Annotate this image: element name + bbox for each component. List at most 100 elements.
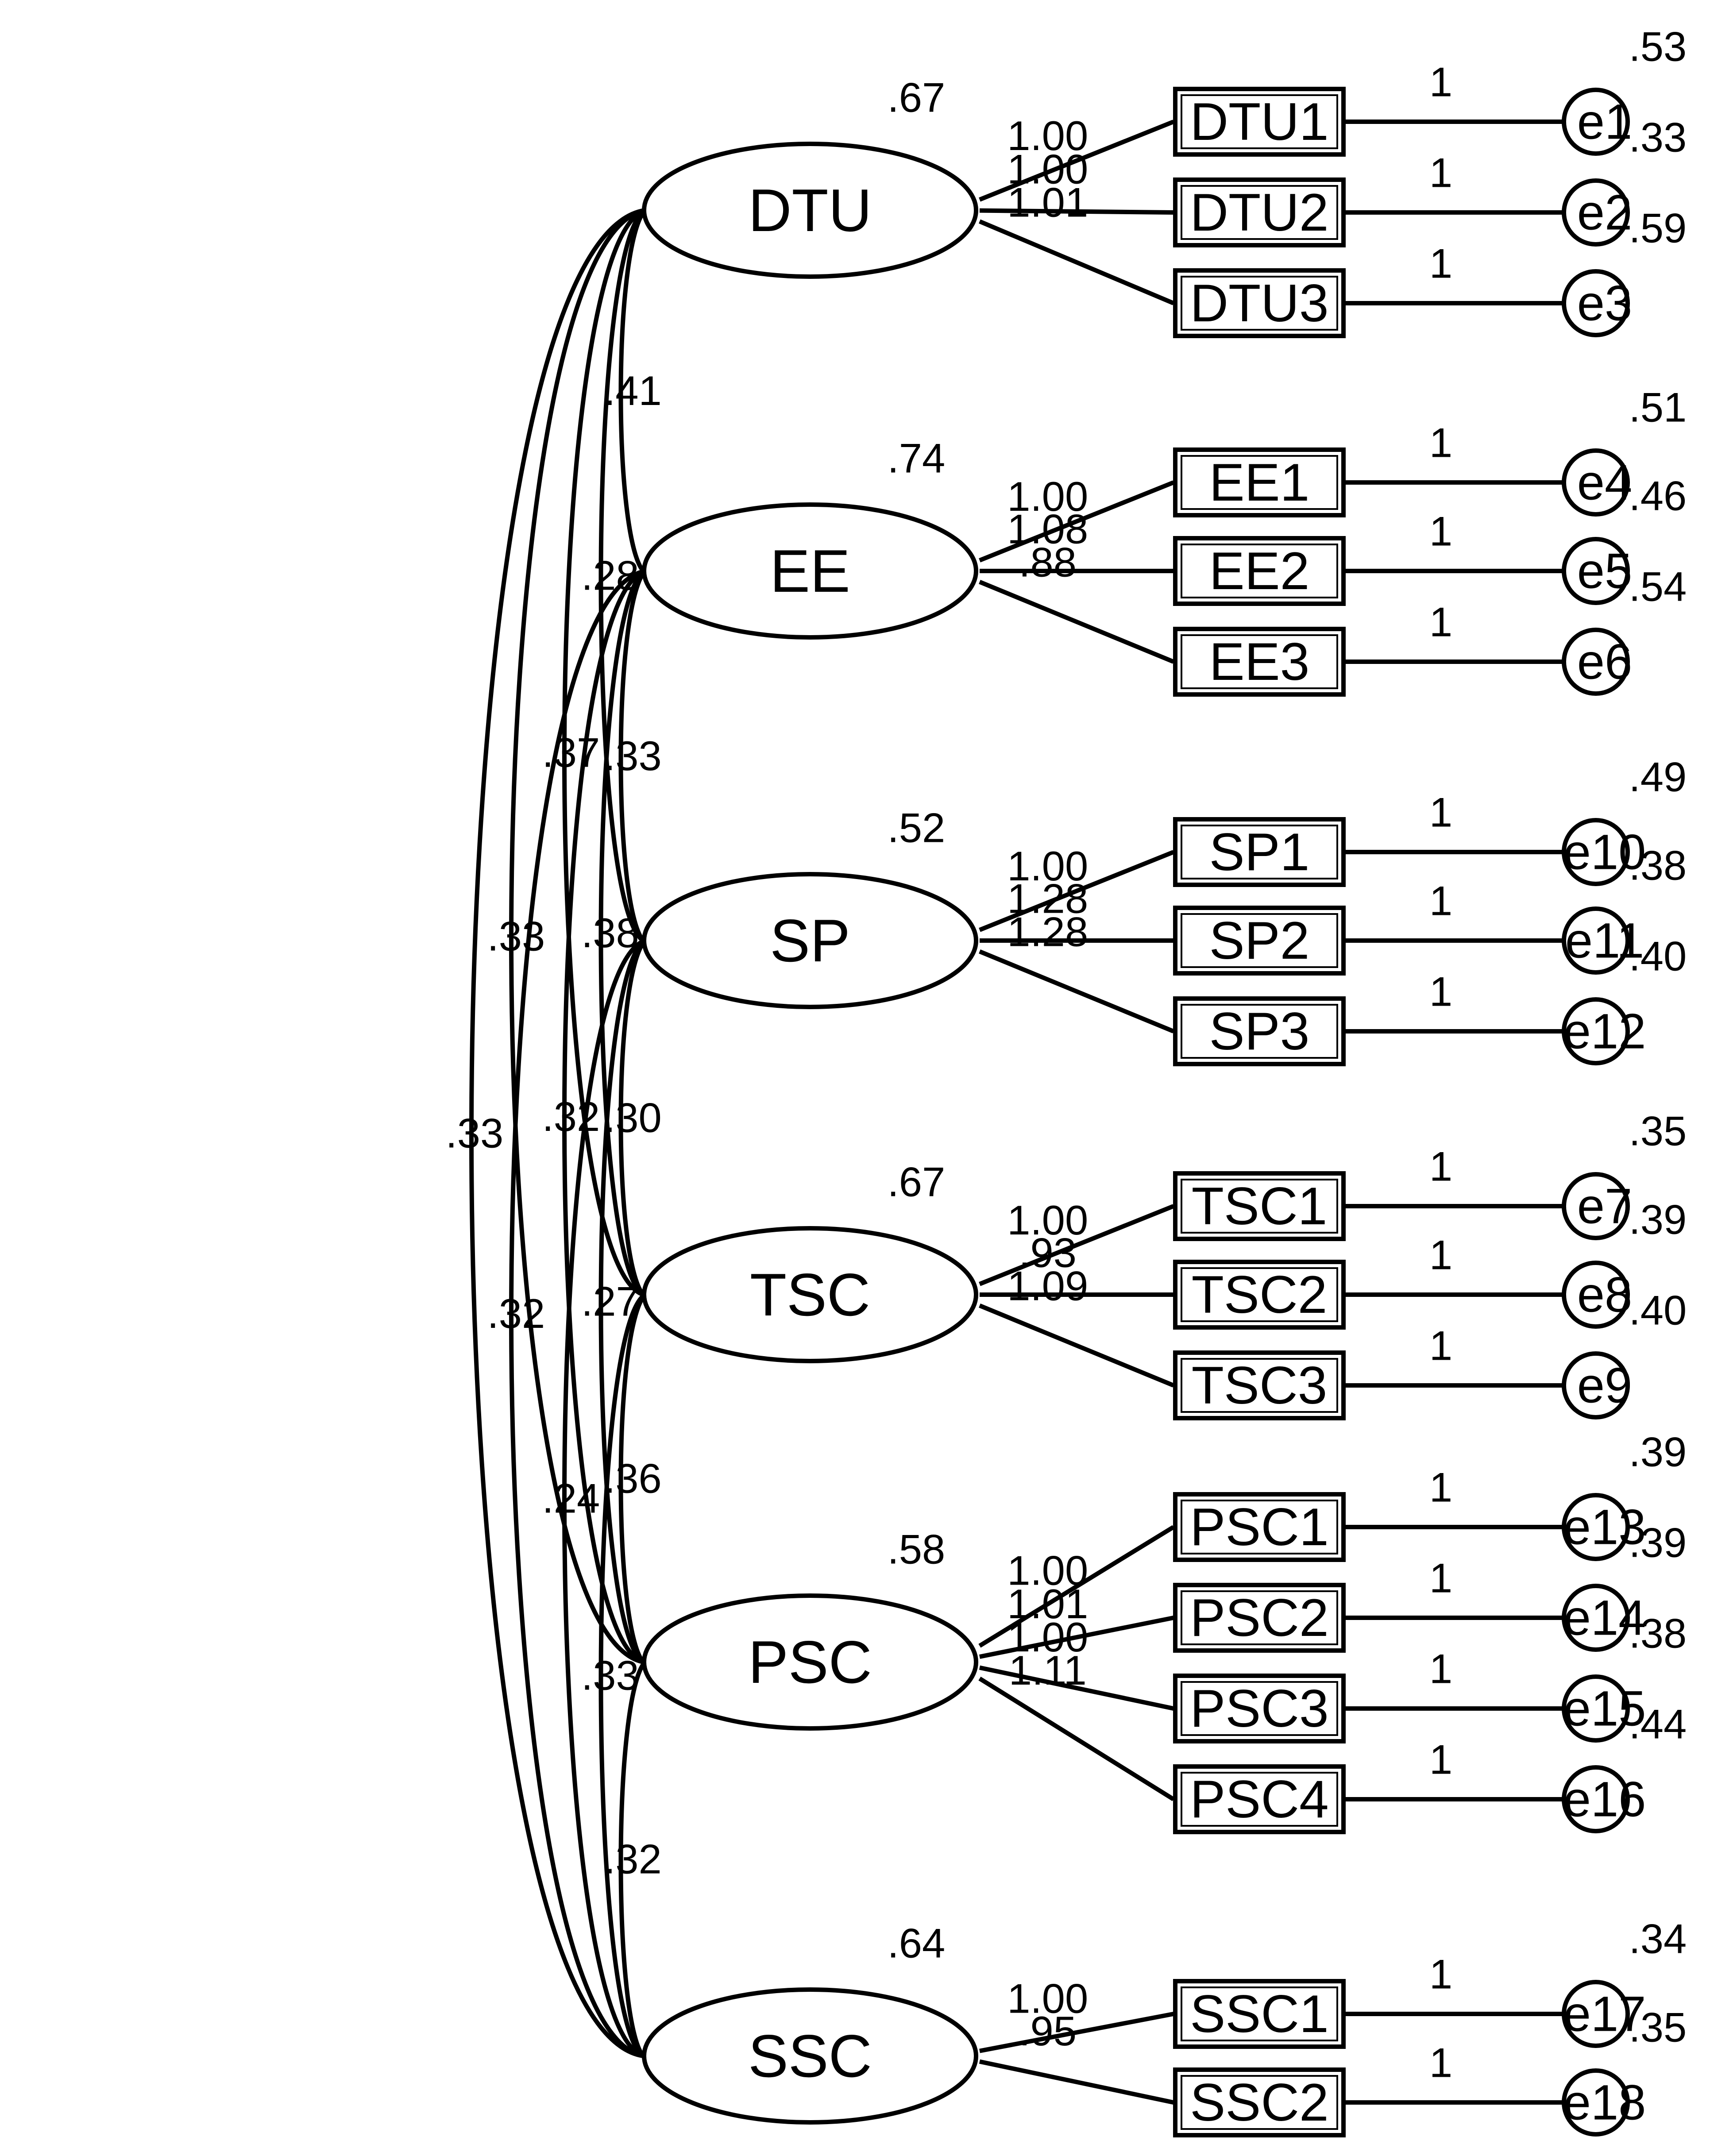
error-variance-e15: .38	[1629, 1610, 1687, 1657]
covariance-value: .30	[604, 1095, 662, 1141]
latent-psc-label: PSC	[748, 1628, 872, 1696]
error-e13-label: e13	[1563, 1500, 1646, 1555]
error-variance-e18: .35	[1629, 2004, 1687, 2051]
loading-value-tsc3: 1.09	[1007, 1263, 1088, 1309]
error-e8-label: e8	[1577, 1267, 1633, 1323]
covariance-value: .33	[446, 1110, 504, 1157]
covariance-arc-dtu-ssc	[469, 208, 645, 2058]
error-e10-label: e10	[1563, 825, 1646, 880]
covariance-value: .38	[581, 910, 639, 956]
error-fixed-ee1: 1	[1429, 420, 1452, 466]
loading-value-dtu2: 1.00	[1007, 146, 1088, 192]
indicator-psc2-inner-box	[1181, 1590, 1338, 1645]
error-e7-label: e7	[1577, 1179, 1633, 1234]
indicator-sp1-label: SP1	[1209, 822, 1310, 882]
indicator-sp2-inner-box	[1181, 913, 1338, 968]
loading-arrow-dtu1	[979, 120, 1174, 202]
error-variance-e12: .40	[1629, 933, 1687, 980]
indicator-dtu3-label: DTU3	[1190, 274, 1328, 333]
loading-value-ee1: 1.00	[1007, 473, 1088, 520]
indicator-ssc1-box	[1173, 1979, 1346, 2049]
error-fixed-psc3: 1	[1429, 1646, 1452, 1692]
indicator-ssc2-inner-box	[1181, 2075, 1338, 2130]
covariance-arc-dtu-psc	[509, 208, 646, 1664]
error-e18-label: e18	[1563, 2075, 1646, 2130]
indicator-ee1-inner-box	[1181, 455, 1338, 510]
indicator-psc4-box	[1173, 1764, 1346, 1834]
latent-tsc-label: TSC	[750, 1261, 870, 1328]
error-variance-e9: .40	[1629, 1287, 1687, 1334]
error-e16-circle	[1562, 1765, 1630, 1833]
error-fixed-sp2: 1	[1429, 878, 1452, 924]
latent-tsc-ellipse	[642, 1226, 978, 1363]
error-e9-label: e9	[1577, 1358, 1633, 1413]
loading-arrow-ee3	[979, 579, 1174, 664]
loading-arrow-sp1	[979, 850, 1174, 932]
covariance-arc-tsc-psc	[618, 1293, 647, 1664]
indicator-psc2-label: PSC2	[1190, 1588, 1328, 1647]
latent-ssc-label: SSC	[748, 2022, 872, 2090]
latent-sp-ellipse	[642, 872, 978, 1009]
indicator-tsc3-label: TSC3	[1192, 1356, 1328, 1415]
indicator-psc3-label: PSC3	[1190, 1679, 1328, 1738]
latent-psc-ellipse	[642, 1593, 978, 1731]
error-fixed-dtu2: 1	[1429, 150, 1452, 196]
error-e13-circle	[1562, 1493, 1630, 1561]
indicator-tsc2-label: TSC2	[1192, 1265, 1328, 1324]
latent-variance: .58	[888, 1526, 946, 1573]
error-variance-e4: .51	[1629, 384, 1687, 431]
covariance-value: .32	[487, 1290, 545, 1337]
error-e5-label: e5	[1577, 544, 1633, 599]
covariance-layer	[469, 208, 647, 2058]
covariance-arc-ee-tsc	[598, 569, 646, 1297]
error-variance-e3: .59	[1629, 205, 1687, 251]
indicator-dtu3-inner-box	[1181, 276, 1338, 331]
covariance-value: .37	[542, 729, 600, 776]
indicator-psc2-box	[1173, 1583, 1346, 1653]
loading-value-sp2: 1.28	[1007, 876, 1088, 922]
indicator-psc4-label: PSC4	[1190, 1770, 1328, 1829]
indicator-tsc1-box	[1173, 1171, 1346, 1241]
error-e5-circle	[1562, 537, 1630, 605]
loading-arrow-psc2	[979, 1616, 1174, 1659]
error-e1-label: e1	[1577, 94, 1633, 150]
estimate-label-layer: .41.28.37.33.33.33.38.32.32.30.27.24.36.…	[446, 23, 1687, 2086]
error-e18-circle	[1562, 2068, 1630, 2137]
loading-arrow-ssc1	[979, 2012, 1174, 2053]
latent-variance: .52	[888, 805, 946, 851]
error-variance-e13: .39	[1629, 1429, 1687, 1475]
indicator-ee1-label: EE1	[1209, 453, 1310, 512]
indicator-sp1-inner-box	[1181, 825, 1338, 879]
error-fixed-ssc2: 1	[1429, 2040, 1452, 2086]
error-variance-e17: .34	[1629, 1916, 1687, 1962]
error-e3-circle	[1562, 269, 1630, 337]
error-e15-label: e15	[1563, 1681, 1646, 1736]
path-layer	[978, 120, 1564, 2105]
indicator-sp3-box	[1173, 996, 1346, 1066]
loading-value-psc4: 1.11	[1009, 1647, 1087, 1693]
indicator-ee2-box	[1173, 536, 1346, 606]
error-e4-circle	[1562, 448, 1630, 517]
indicator-ee3-box	[1173, 627, 1346, 697]
indicator-dtu2-box	[1173, 177, 1346, 247]
loading-arrow-tsc3	[979, 1303, 1174, 1388]
covariance-value: .27	[581, 1278, 639, 1325]
latent-dtu-label: DTU	[748, 177, 872, 244]
error-e7-circle	[1562, 1172, 1630, 1240]
error-fixed-tsc3: 1	[1429, 1323, 1452, 1369]
loading-value-ee2: 1.08	[1007, 506, 1088, 552]
loading-value-dtu3: 1.01	[1007, 179, 1088, 225]
loading-value-tsc2: .93	[1019, 1230, 1077, 1276]
covariance-arc-dtu-ee	[618, 208, 647, 573]
covariance-arc-psc-ssc	[618, 1660, 647, 2058]
covariance-value: .41	[604, 367, 662, 414]
loading-value-psc3: 1.00	[1007, 1614, 1088, 1660]
covariance-value: .33	[604, 733, 662, 779]
covariance-value: .33	[581, 1652, 639, 1699]
indicator-psc3-inner-box	[1181, 1681, 1338, 1736]
error-variance-e10: .49	[1629, 754, 1687, 800]
error-fixed-dtu3: 1	[1429, 240, 1452, 287]
indicator-ee2-inner-box	[1181, 544, 1338, 598]
loading-arrow-ee1	[979, 480, 1174, 563]
error-variance-e6: .54	[1629, 563, 1687, 610]
